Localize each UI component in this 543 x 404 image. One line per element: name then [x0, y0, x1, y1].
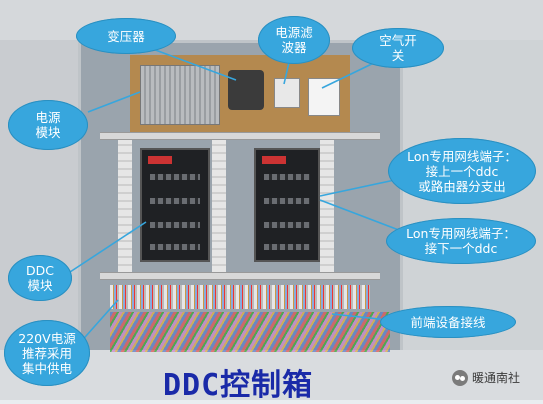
- callout-front-wiring: 前端设备接线: [380, 306, 516, 338]
- terminal-rail: [100, 272, 380, 280]
- callout-transformer: 变压器: [76, 18, 176, 54]
- callout-power-filter: 电源滤 波器: [258, 16, 330, 64]
- callout-air-switch: 空气开 关: [352, 28, 444, 68]
- leader-lon-down: [319, 199, 405, 233]
- callout-ddc-module: DDC 模块: [8, 255, 72, 301]
- callout-lon-up: Lon专用网线端子： 接上一个ddc 或路由器分支出: [388, 138, 536, 204]
- leader-transformer: [149, 47, 237, 81]
- watermark-text: 暖通南社: [472, 371, 521, 385]
- leader-lon-up: [319, 177, 405, 197]
- wire-duct-right: [320, 140, 334, 280]
- wechat-icon: [452, 369, 468, 386]
- watermark: 暖通南社: [452, 369, 520, 386]
- callout-220v-power: 220V电源 推荐采用 集中供电: [4, 320, 90, 386]
- power-filter-unit: [274, 78, 300, 108]
- callout-power-module: 电源 模块: [8, 100, 88, 150]
- leader-power-module: [87, 91, 141, 113]
- caption-title: DDC控制箱: [163, 368, 314, 403]
- wire-duct-left: [118, 140, 132, 280]
- field-wiring: [110, 312, 390, 352]
- callout-lon-down: Lon专用网线端子： 接下一个ddc: [386, 218, 536, 264]
- air-switch-unit: [308, 78, 340, 116]
- ddc-controller-right: [254, 148, 320, 262]
- leader-air-switch: [321, 59, 381, 89]
- power-supply-unit: [140, 65, 220, 125]
- ddc-controller-left: [140, 148, 210, 262]
- wire-duct-middle: [212, 140, 226, 280]
- terminal-block: [110, 285, 370, 309]
- din-rail: [100, 132, 380, 140]
- transformer-unit: [228, 70, 264, 110]
- leader-ddc: [69, 221, 147, 273]
